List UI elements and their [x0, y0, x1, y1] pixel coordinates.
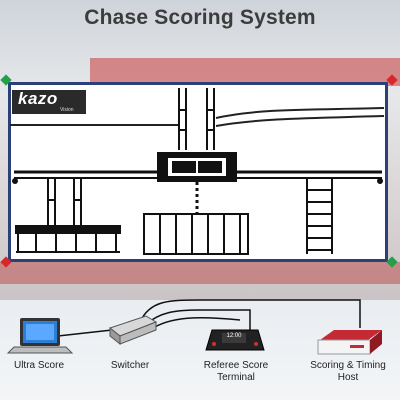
truss-column-left-top: [178, 88, 187, 150]
referee-terminal-icon: [205, 329, 265, 351]
device-label-ultra-score: Ultra Score: [13, 360, 64, 371]
logo-text: kazo: [18, 89, 58, 108]
laptop-icon: [6, 318, 74, 354]
device-label-scoring-host: Scoring & Timing Host: [310, 360, 386, 383]
device-label-switcher: Switcher: [110, 360, 150, 371]
platform-left: [15, 225, 121, 253]
cable-upper: [215, 107, 385, 119]
ladder-right: [306, 178, 333, 254]
page-title: Chase Scoring System: [84, 6, 316, 29]
background-banner: [90, 58, 400, 86]
device-label-referee-terminal: Referee Score Terminal: [203, 360, 269, 383]
switcher-icon: [108, 315, 158, 346]
logo-subtext: Vision: [60, 107, 74, 113]
terminal-screen-text: 12:00: [226, 333, 242, 339]
network-cables: [57, 299, 361, 337]
background-banner-lower: [0, 262, 400, 284]
truss-lower-left: [47, 178, 82, 226]
cable-lower: [215, 115, 385, 127]
barrier-center: [143, 213, 249, 255]
scoring-host-icon: [317, 330, 382, 355]
truss-column-right-top: [206, 88, 215, 150]
kazo-logo: [12, 90, 86, 114]
